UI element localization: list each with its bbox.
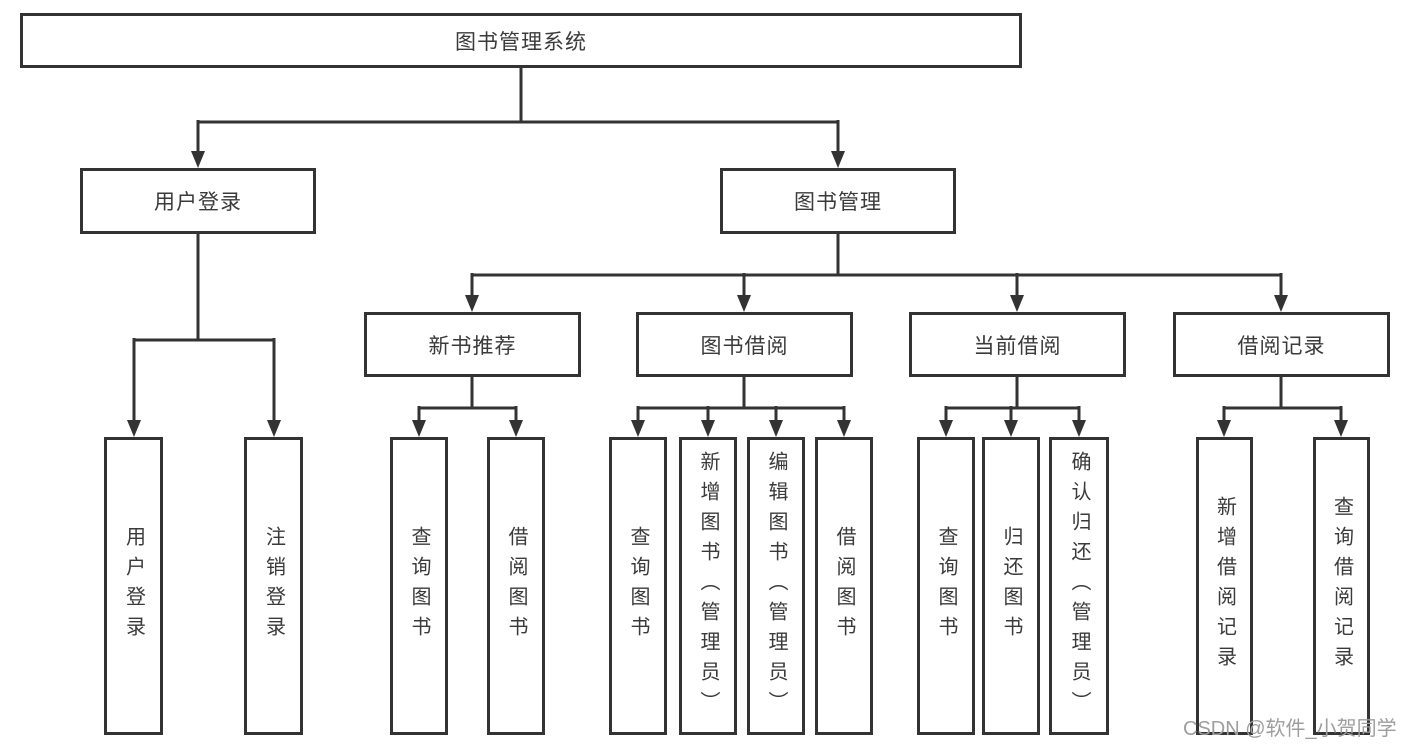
- leaf-bb-add-book-admin: 新增图书（管理员）: [679, 437, 737, 735]
- leaf-bb-edit-book-admin-label: 编辑图书（管理员）: [765, 451, 787, 721]
- node-borrowing-records-label: 借阅记录: [1237, 334, 1326, 358]
- leaf-bb-add-book-admin-label: 新增图书（管理员）: [697, 451, 719, 721]
- leaf-user-login-label: 用户登录: [122, 526, 145, 646]
- edges-current-borrowing: [939, 375, 1086, 437]
- leaf-cb-query-books-label: 查询图书: [935, 526, 957, 646]
- leaf-nbr-borrow-books-label: 借阅图书: [505, 526, 527, 646]
- node-new-book-recommend: 新书推荐: [364, 312, 581, 377]
- node-root: 图书管理系统: [20, 13, 1022, 68]
- leaf-nbr-query-books-label: 查询图书: [408, 526, 430, 646]
- node-book-management-label: 图书管理: [794, 191, 882, 214]
- edges-user-login: [127, 232, 281, 437]
- leaf-logout-login-label: 注销登录: [262, 526, 285, 646]
- leaf-cb-query-books: 查询图书: [917, 437, 975, 735]
- leaf-cb-confirm-return-admin-label: 确认归还（管理员）: [1068, 451, 1090, 721]
- edges-book-management: [465, 232, 1288, 312]
- node-book-borrowing-label: 图书借阅: [700, 334, 789, 358]
- node-book-borrowing: 图书借阅: [636, 312, 853, 377]
- leaf-cb-return-books-label: 归还图书: [1000, 526, 1022, 646]
- leaf-bb-edit-book-admin: 编辑图书（管理员）: [747, 437, 805, 735]
- leaf-cb-confirm-return-admin: 确认归还（管理员）: [1049, 437, 1109, 735]
- node-book-management: 图书管理: [720, 168, 956, 234]
- leaf-cb-return-books: 归还图书: [982, 437, 1040, 735]
- edges-new-book-recommend: [412, 375, 523, 437]
- node-root-label: 图书管理系统: [455, 30, 587, 54]
- leaf-bb-borrow-books: 借阅图书: [815, 437, 873, 735]
- leaf-logout-login: 注销登录: [244, 437, 303, 735]
- node-current-borrowing-label: 当前借阅: [973, 334, 1062, 358]
- leaf-br-add-record: 新增借阅记录: [1196, 437, 1253, 735]
- edges-root: [191, 66, 845, 168]
- leaf-bb-query-books: 查询图书: [609, 437, 667, 735]
- leaf-bb-query-books-label: 查询图书: [627, 526, 649, 646]
- leaf-br-query-record-label: 查询借阅记录: [1330, 496, 1353, 676]
- csdn-watermark: CSDN @软件_小贺同学: [1183, 718, 1397, 740]
- node-user-login-label: 用户登录: [154, 191, 242, 214]
- leaf-user-login: 用户登录: [104, 437, 163, 735]
- edges-book-borrowing: [631, 375, 851, 437]
- leaf-br-query-record: 查询借阅记录: [1313, 437, 1370, 735]
- node-current-borrowing: 当前借阅: [909, 312, 1126, 377]
- leaf-bb-borrow-books-label: 借阅图书: [833, 526, 855, 646]
- leaf-br-add-record-label: 新增借阅记录: [1213, 496, 1236, 676]
- leaf-nbr-query-books: 查询图书: [390, 437, 448, 735]
- edges-borrowing-records: [1217, 375, 1348, 437]
- node-user-login: 用户登录: [80, 168, 316, 234]
- leaf-nbr-borrow-books: 借阅图书: [487, 437, 545, 735]
- node-new-book-recommend-label: 新书推荐: [428, 334, 517, 358]
- node-borrowing-records: 借阅记录: [1173, 312, 1390, 377]
